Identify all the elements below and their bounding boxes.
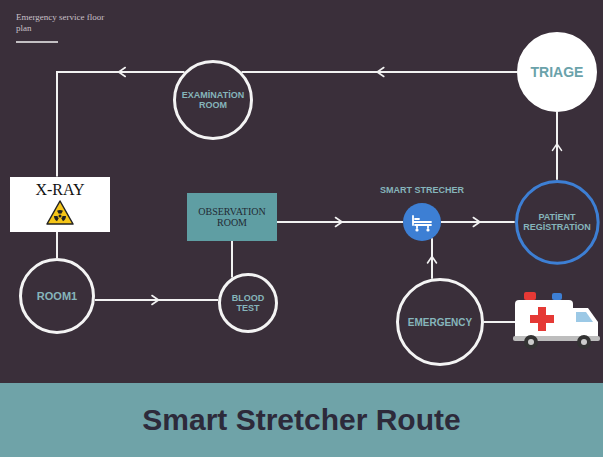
- arrow-chevron: [119, 68, 126, 77]
- node-label: EMERGENCY: [408, 317, 472, 328]
- ambulance-illustration: [513, 292, 600, 349]
- connector-line: [57, 72, 184, 177]
- arrow-chevron: [428, 256, 437, 263]
- xray-box: X-RAY: [10, 177, 110, 232]
- flow-connector: [428, 238, 437, 279]
- flow-connector: [441, 218, 515, 227]
- emergency-circle: EMERGENCY: [396, 278, 484, 366]
- node-label: EXAMİNATİON ROOM: [179, 90, 247, 110]
- diagram-title: Smart Stretcher Route: [142, 403, 460, 437]
- flow-connector: [57, 232, 58, 259]
- ambulance-line: [484, 321, 515, 323]
- node-circle: [403, 203, 441, 241]
- flow-connector: [95, 296, 218, 305]
- node-label: ROOM1: [37, 290, 77, 302]
- node-label: BLOOD TEST: [226, 293, 270, 313]
- arrow-chevron: [473, 218, 480, 227]
- triage-circle: TRIAGE: [517, 32, 597, 112]
- connector-line: [56, 232, 58, 259]
- connectors: [57, 68, 562, 305]
- flow-connector: [553, 112, 562, 180]
- node-label: PATİENT REGİSTRATİON: [520, 212, 594, 232]
- room-circle: ROOM1: [19, 258, 95, 334]
- node-label: SMART STRECHER: [380, 185, 464, 195]
- stretcher-circle: SMART STRECHER: [403, 203, 441, 241]
- flow-connector: [57, 68, 184, 177]
- registration-circle: PATİENT REGİSTRATİON: [515, 180, 600, 265]
- room-circle: EXAMİNATİON ROOM: [173, 60, 253, 140]
- flow-connector: [242, 68, 517, 77]
- plan-label: Emergency service floor plan: [16, 12, 116, 34]
- arrow-chevron: [377, 68, 384, 77]
- title-band: Smart Stretcher Route: [0, 383, 603, 457]
- node-label: TRIAGE: [531, 64, 584, 80]
- flow-connector: [277, 218, 403, 227]
- node-label: X-RAY: [35, 181, 84, 199]
- node-label: OBSERVATION ROOM: [192, 206, 272, 228]
- flow-connector: [232, 241, 233, 278]
- arrow-chevron: [553, 144, 562, 151]
- test-circle: BLOOD TEST: [218, 273, 278, 333]
- title-underline: [16, 41, 58, 43]
- stretcher-icon: [413, 216, 431, 232]
- arrow-chevron: [336, 218, 343, 227]
- radiation-symbol: [45, 199, 75, 226]
- arrow-chevron: [152, 296, 159, 305]
- observation-box: OBSERVATION ROOM: [187, 193, 277, 241]
- connector-line: [231, 241, 233, 278]
